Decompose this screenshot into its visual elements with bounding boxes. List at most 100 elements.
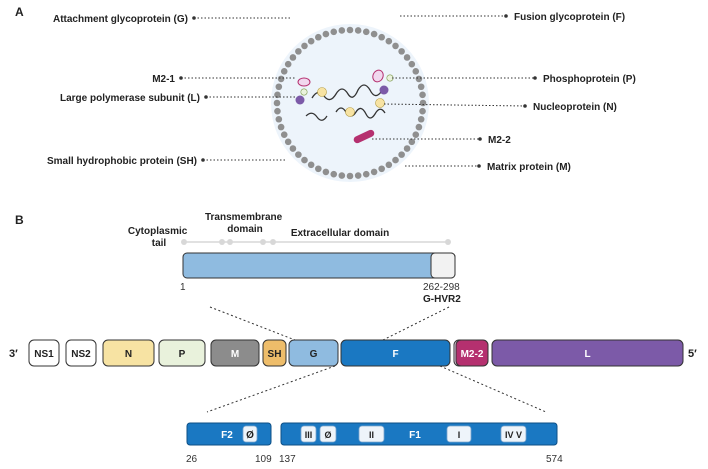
antigenic-site-label: II [369,430,374,440]
gene-ns2: NS2 [65,339,97,367]
membrane-lipid-icon [307,161,315,169]
membrane-lipid-icon [315,165,322,173]
transmembrane-domain-label: Transmembrane domain [205,212,285,235]
membrane-lipid-icon [338,27,346,34]
membrane-lipid-icon [301,42,308,50]
f2-site-box [242,425,258,443]
f2-label: F2 [221,430,233,441]
label-nucleoprotein: Nucleoprotein (N) [533,102,617,113]
m2-1-protein-icon [297,77,311,87]
domain-range-markers [181,239,451,245]
antigenic-site: I [446,425,472,443]
phosphoprotein-icon [300,88,308,96]
membrane-lipid-icon [378,165,385,173]
membrane-lipid-icon [362,170,370,178]
membrane-lipid-icon [398,48,405,55]
membrane-lipid-icon [284,60,292,68]
membrane-lipid-icon [419,91,426,99]
membrane-lipid-icon [354,172,362,179]
label-large-polymerase: Large polymerase subunit (L) [60,93,200,104]
m2-2-protein-icon [353,129,375,144]
gene-label: G [310,349,318,360]
f1-label: F1 [409,430,421,441]
membrane-lipid-icon [392,42,399,50]
membrane-lipid-icon [419,99,427,107]
gene-m: M [210,339,260,367]
membrane-lipid-icon [378,33,385,41]
label-phosphoprotein: Phosphoprotein (P) [543,74,636,85]
membrane-lipid-icon [398,151,405,158]
antigenic-site: II [358,425,385,443]
polymerase-l-icon [295,95,305,105]
membrane-lipid-icon [408,60,416,68]
gene-g: G [288,339,339,367]
rsv-virion [271,24,429,182]
gene-label: M [231,349,239,360]
membrane-lipid-icon [417,83,425,91]
f2-start: 26 [186,454,198,465]
membrane-lipid-icon [275,83,283,91]
membrane-lipid-icon [322,168,330,176]
membrane-lipid-icon [412,68,420,75]
f1-end: 574 [546,454,563,465]
rna-strand-icon [335,107,386,119]
membrane-lipid-icon [280,131,288,138]
nucleoprotein-icon [375,98,385,108]
membrane-lipid-icon [280,68,288,75]
f2-end: 109 [255,454,272,465]
label-fusion-glycoprotein: Fusion glycoprotein (F) [514,12,625,23]
gene-label: NS2 [71,349,91,360]
membrane-lipid-icon [295,151,302,158]
extracellular-domain-label: Extracellular domain [291,228,389,239]
panel-b-label: B [15,213,24,227]
virion-interior [271,24,429,182]
genome-5-prime-end: 5′ [688,348,697,360]
membrane-lipid-icon [417,115,425,123]
membrane-lipid-icon [370,168,378,176]
g-hvr2-region [430,252,456,279]
cytoplasmic-tail-label: Cytoplasmic tail [128,226,190,249]
membrane-lipid-icon [385,161,393,169]
gene-label: M2-2 [461,349,484,360]
rna-strand-icon [305,112,328,121]
membrane-lipid-icon [370,30,378,38]
antigenic-site-label: Ø [324,430,331,440]
membrane-lipid-icon [277,123,285,131]
label-m2-2: M2-2 [488,135,511,146]
gene-m2-2: M2-2 [455,339,489,367]
label-small-hydrophobic: Small hydrophobic protein (SH) [47,156,197,167]
antigenic-site: III [300,425,317,443]
g-bar-end: 262-298 [423,282,460,293]
connector-lines [206,306,547,413]
membrane-lipid-icon [338,172,346,179]
nucleoprotein-icon [345,107,355,117]
membrane-lipid-icon [412,131,420,138]
membrane-lipid-icon [330,170,338,178]
gene-sh: SH [262,339,287,367]
membrane-lipid-icon [277,75,285,83]
membrane-lipid-icon [301,156,308,164]
f1-start: 137 [279,454,296,465]
antigenic-site-label: IV V [505,430,522,440]
gene-label: F [392,349,398,360]
label-m2-1: M2-1 [152,74,175,85]
membrane-lipid-icon [403,54,411,61]
membrane-lipid-icon [284,138,292,146]
membrane-lipid-icon [274,107,281,115]
membrane-lipid-icon [322,30,330,38]
polymerase-l-icon [379,85,389,95]
gene-label: P [179,349,186,360]
membrane-lipid-icon [403,145,411,152]
membrane-lipid-icon [289,54,297,61]
antigenic-site: IV V [500,425,527,443]
gene-f: F [340,339,451,367]
membrane-lipid-icon [330,28,338,36]
membrane-lipid-icon [346,172,354,180]
label-attachment-glycoprotein: Attachment glycoprotein (G) [53,14,188,25]
membrane-lipid-icon [289,145,297,152]
f2-site-label: Ø [246,430,254,441]
m2-1-protein-icon [372,69,384,83]
genome-3-prime-end: 3′ [9,348,18,360]
